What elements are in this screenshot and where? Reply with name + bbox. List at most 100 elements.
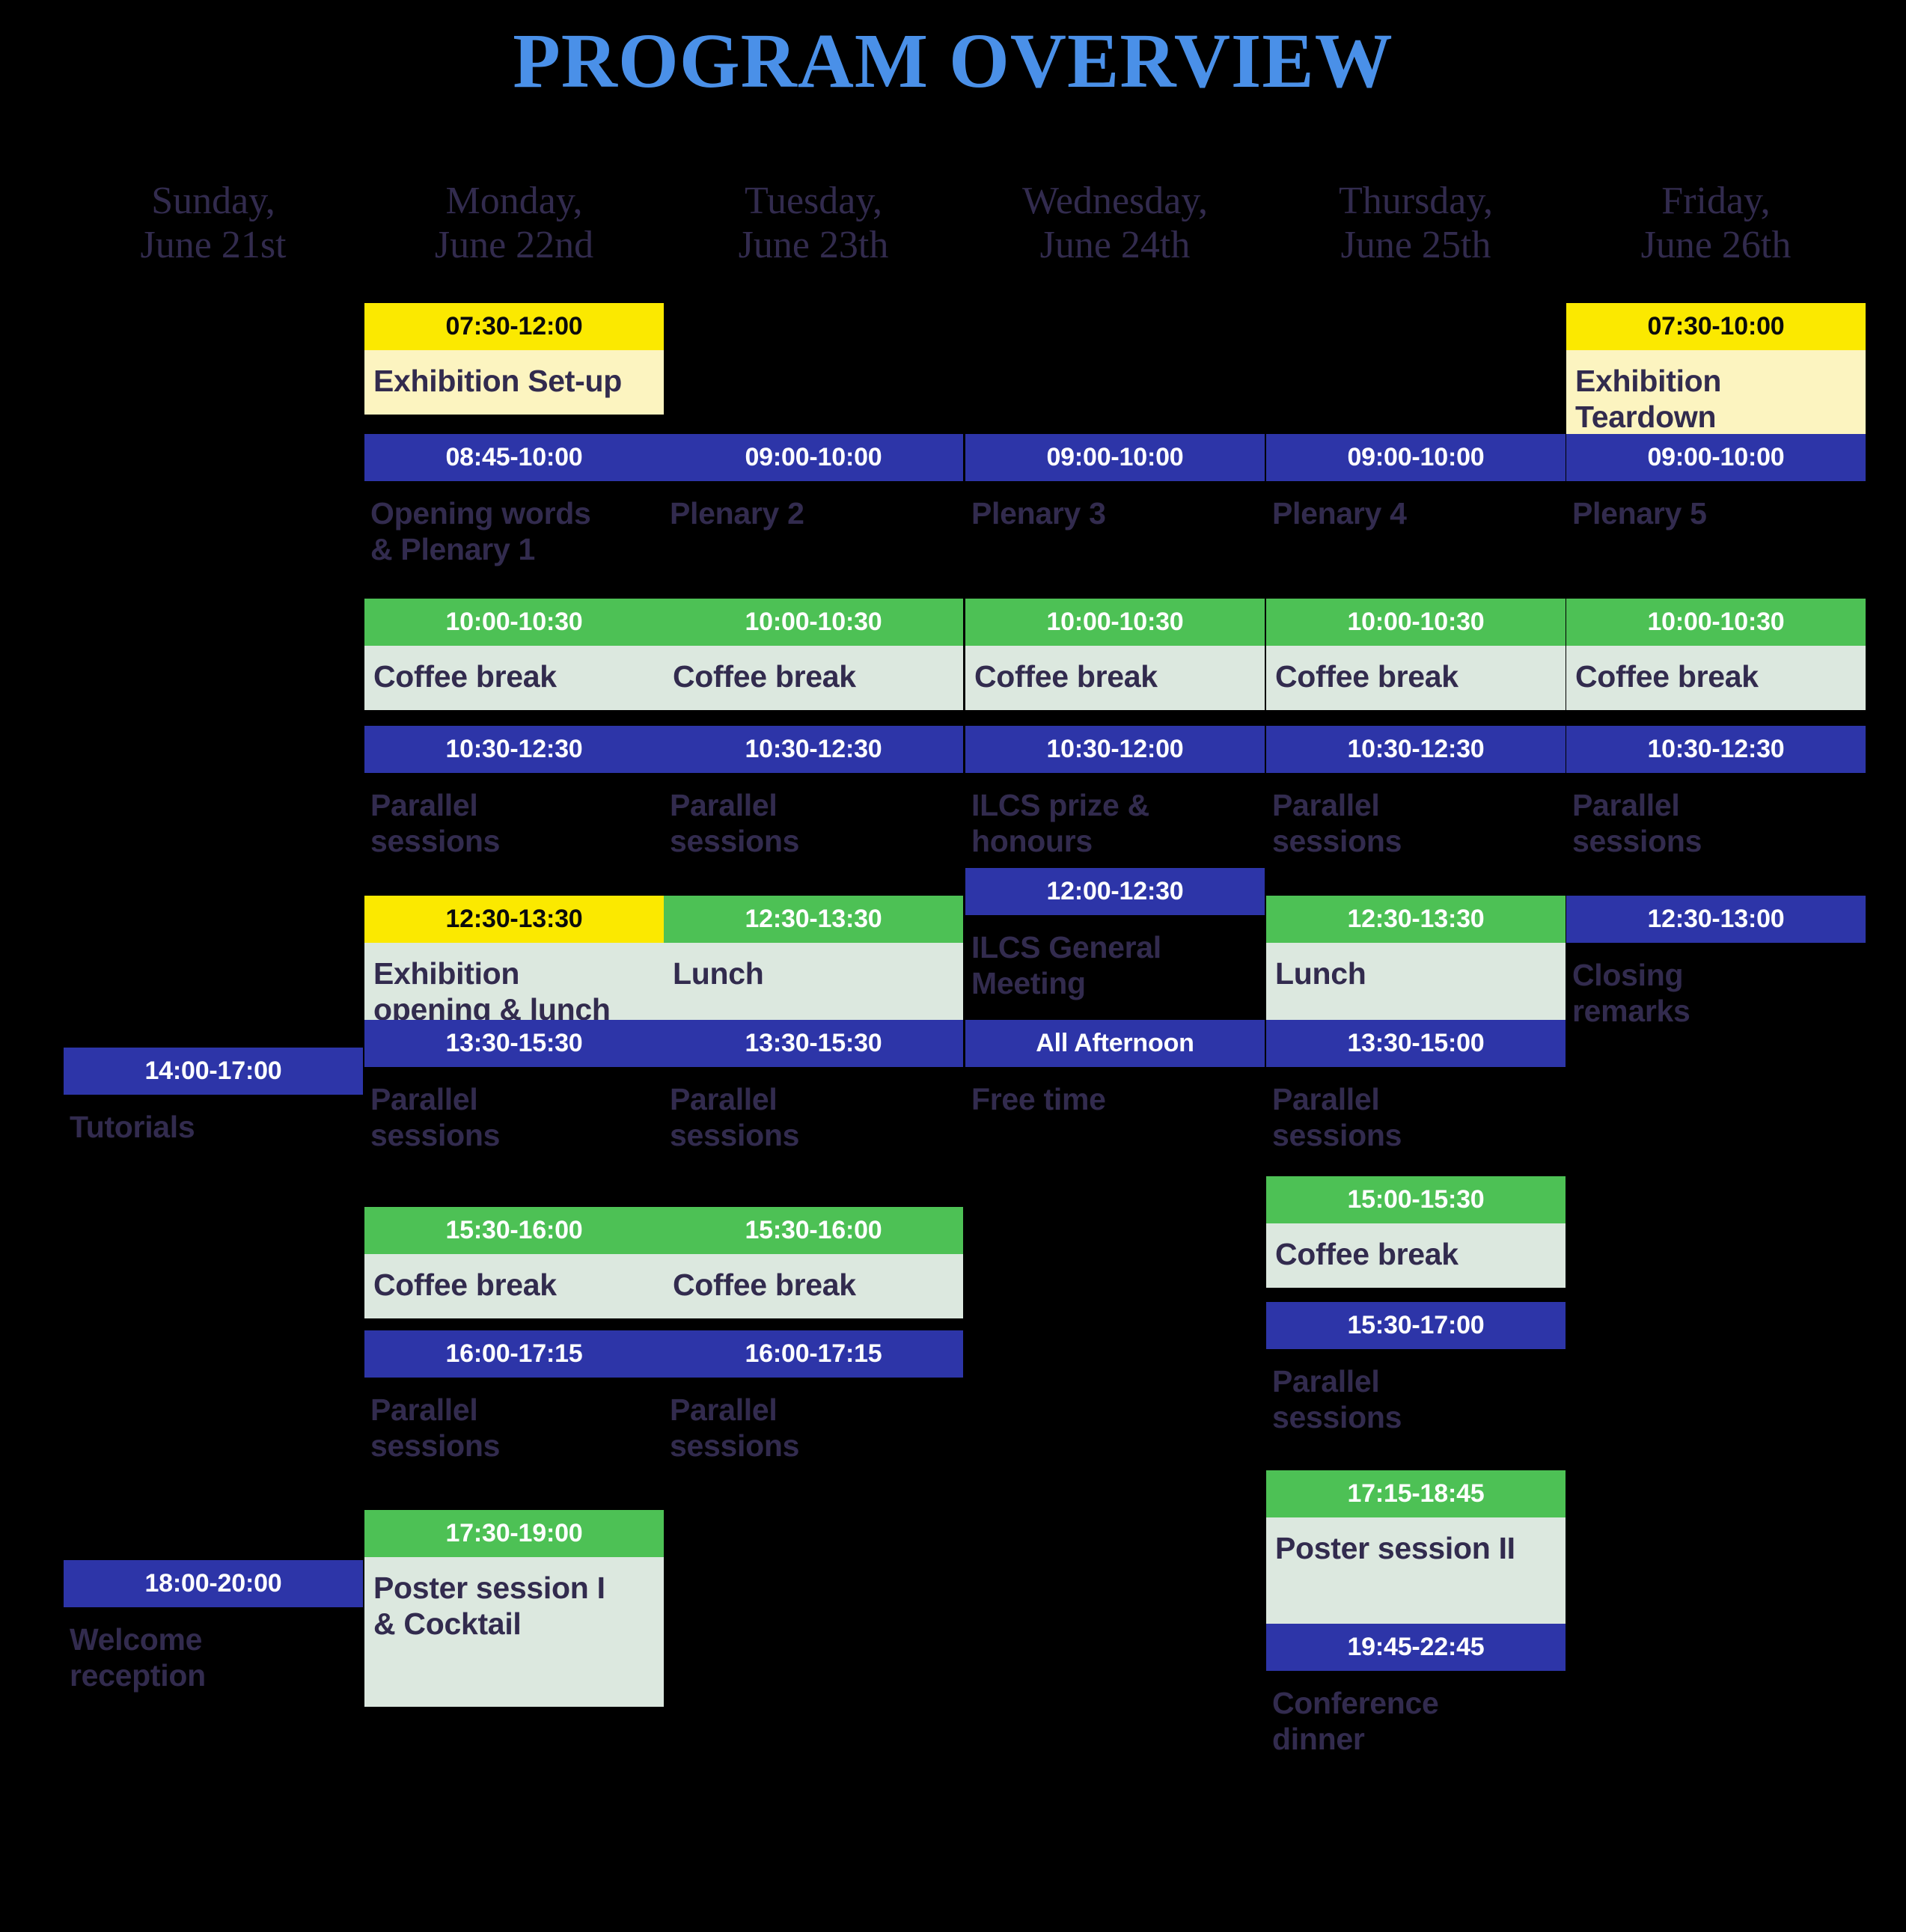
schedule-event-label: Conference dinner [1272, 1686, 1439, 1756]
schedule-time-bar: 09:00-10:00 [1566, 434, 1866, 481]
schedule-time-bar: 17:15-18:45 [1266, 1470, 1566, 1517]
schedule-event-label: Parallel sessions [1572, 788, 1702, 858]
schedule-time-bar: 10:30-12:30 [1266, 726, 1566, 773]
schedule-event-label: Parallel sessions [670, 1082, 800, 1152]
schedule-time-bar: 09:00-10:00 [965, 434, 1265, 481]
day-header-sunday: Sunday, June 21st [140, 180, 287, 266]
schedule-event-label: Plenary 3 [971, 496, 1106, 531]
schedule-time-bar: 15:30-16:00 [364, 1207, 664, 1254]
schedule-time-bar: 10:30-12:30 [364, 726, 664, 773]
schedule-event-label: Coffee break [364, 1254, 664, 1318]
schedule-event-label: Coffee break [1566, 646, 1866, 710]
schedule-time-bar: 18:00-20:00 [64, 1560, 363, 1607]
schedule-time-bar: 10:00-10:30 [1266, 599, 1566, 646]
schedule-event-label: Plenary 4 [1272, 496, 1407, 531]
schedule-time-bar: 10:00-10:30 [364, 599, 664, 646]
schedule-event-label: Parallel sessions [370, 1082, 501, 1152]
schedule-time-bar: All Afternoon [965, 1020, 1265, 1067]
schedule-time-bar: 14:00-17:00 [64, 1048, 363, 1095]
schedule-event-label: Parallel sessions [370, 1393, 501, 1463]
schedule-time-bar: 16:00-17:15 [664, 1330, 963, 1378]
day-header-thursday: Thursday, June 25th [1338, 180, 1494, 266]
schedule-event-label: Parallel sessions [1272, 1364, 1402, 1434]
schedule-event-label: Exhibition Teardown [1566, 350, 1866, 450]
schedule-event-label: Exhibition Set-up [364, 350, 664, 415]
schedule-time-bar: 12:30-13:30 [664, 896, 963, 943]
day-header-wednesday: Wednesday, June 24th [1021, 180, 1208, 266]
schedule-event-label: Free time [971, 1082, 1106, 1116]
schedule-time-bar: 16:00-17:15 [364, 1330, 664, 1378]
schedule-event-label: Welcome reception [70, 1622, 206, 1693]
schedule-event-label: Coffee break [364, 646, 664, 710]
schedule-event-label: Tutorials [70, 1110, 195, 1144]
schedule-time-bar: 09:00-10:00 [664, 434, 963, 481]
schedule-time-bar: 07:30-10:00 [1566, 303, 1866, 350]
schedule-event-label: Coffee break [1266, 646, 1566, 710]
schedule-time-bar: 17:30-19:00 [364, 1510, 664, 1557]
page-title: PROGRAM OVERVIEW [513, 18, 1393, 104]
schedule-event-label: ILCS prize & honours [971, 788, 1149, 858]
schedule-event-label: Parallel sessions [670, 1393, 800, 1463]
schedule-time-bar: 12:30-13:30 [1266, 896, 1566, 943]
schedule-time-bar: 10:00-10:30 [664, 599, 963, 646]
schedule-event-label: Poster session I & Cocktail [364, 1557, 664, 1707]
schedule-time-bar: 15:30-17:00 [1266, 1302, 1566, 1349]
schedule-event-label: Coffee break [664, 1254, 963, 1318]
schedule-time-bar: 10:30-12:30 [664, 726, 963, 773]
schedule-event-label: Coffee break [664, 646, 963, 710]
schedule-event-label: Parallel sessions [1272, 788, 1402, 858]
schedule-event-label: Lunch [1266, 943, 1566, 1025]
schedule-event-label: Closing remarks [1572, 958, 1690, 1028]
schedule-time-bar: 13:30-15:00 [1266, 1020, 1566, 1067]
schedule-time-bar: 07:30-12:00 [364, 303, 664, 350]
schedule-event-label: Lunch [664, 943, 963, 1025]
schedule-event-label: Opening words & Plenary 1 [370, 496, 591, 566]
schedule-time-bar: 12:30-13:30 [364, 896, 664, 943]
schedule-time-bar: 10:30-12:00 [965, 726, 1265, 773]
schedule-event-label: Plenary 2 [670, 496, 804, 531]
schedule-time-bar: 13:30-15:30 [364, 1020, 664, 1067]
schedule-time-bar: 08:45-10:00 [364, 434, 664, 481]
schedule-event-label: Coffee break [965, 646, 1265, 710]
schedule-time-bar: 15:30-16:00 [664, 1207, 963, 1254]
schedule-time-bar: 10:00-10:30 [1566, 599, 1866, 646]
day-header-friday: Friday, June 26th [1640, 180, 1792, 266]
schedule-time-bar: 13:30-15:30 [664, 1020, 963, 1067]
schedule-time-bar: 10:00-10:30 [965, 599, 1265, 646]
